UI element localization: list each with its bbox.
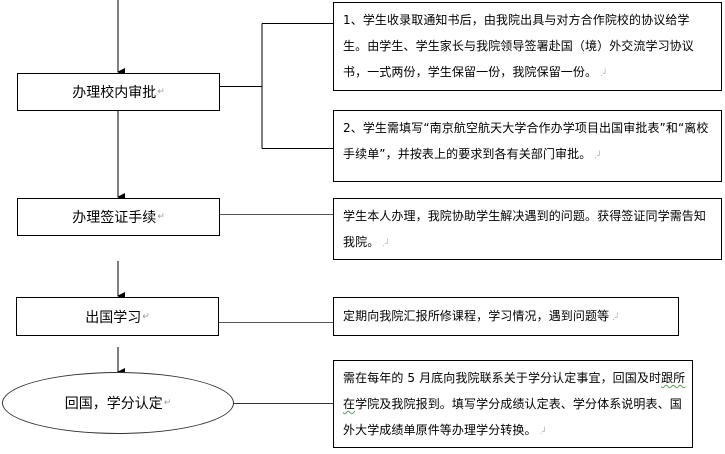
note-agreement-text: 1、学生收录取通知书后，由我院出具与对方合作院校的协议给学生。由学生、学生家长与… xyxy=(343,13,694,79)
step-return-credit-label: 回国，学分认定 xyxy=(64,396,163,412)
step-visa-label: 办理签证手续 xyxy=(72,210,157,226)
end-mark-icon: .┘ xyxy=(600,69,608,78)
end-mark-icon: .┘ xyxy=(539,427,548,436)
paragraph-mark-icon: ↵ xyxy=(163,398,172,408)
spellcheck-squiggle-2: 在 xyxy=(343,397,356,411)
note-approval-forms-text: 2、学生需填写“南京航空航天大学合作办学项目出国审批表”和“离校手续单”，并按表… xyxy=(343,121,709,161)
end-mark-icon: .┘ xyxy=(594,151,602,160)
step-study-abroad-label: 出国学习 xyxy=(85,309,142,326)
paragraph-mark-icon: ↵ xyxy=(157,212,165,222)
paragraph-mark-icon: ↵ xyxy=(157,87,165,97)
note-study-abroad: 定期向我院汇报所修课程，学习情况，遇到问题等.┘ xyxy=(333,297,679,336)
note-return-credit-text-1: 需在每年的 5 月底向我院联系关于学分认定事宜，回国及时 xyxy=(343,371,662,385)
note-return-credit-text-2: 学院及我院报到。填写学分成绩认定表、学分体系说明表、国外大学成绩单原件等办理学分… xyxy=(343,397,682,437)
note-return-credit: 需在每年的 5 月底向我院联系关于学分认定事宜，回国及时跟所在学院及我院报到。填… xyxy=(333,360,693,448)
end-mark-icon: .┘ xyxy=(612,313,620,322)
paragraph-mark-icon: ↵ xyxy=(142,311,150,322)
step-school-approval: 办理校内审批↵ xyxy=(17,73,220,111)
note-agreement: 1、学生收录取通知书后，由我院出具与对方合作院校的协议给学生。由学生、学生家长与… xyxy=(333,2,722,91)
step-visa: 办理签证手续↵ xyxy=(17,198,220,236)
end-mark-icon: .┘ xyxy=(382,239,390,248)
note-approval-forms: 2、学生需填写“南京航空航天大学合作办学项目出国审批表”和“离校手续单”，并按表… xyxy=(333,110,722,182)
step-return-credit: 回国，学分认定↵ xyxy=(2,372,234,434)
step-school-approval-label: 办理校内审批 xyxy=(72,85,157,101)
note-visa: 学生本人办理，我院协助学生解决遇到的问题。获得签证同学需告知我院。.┘ xyxy=(333,198,722,260)
step-study-abroad: 出国学习↵ xyxy=(16,297,219,336)
note-study-abroad-text: 定期向我院汇报所修课程，学习情况，遇到问题等 xyxy=(343,309,610,323)
spellcheck-squiggle-1: 跟所 xyxy=(661,371,686,385)
note-visa-text: 学生本人办理，我院协助学生解决遇到的问题。获得签证同学需告知我院。 xyxy=(343,209,707,249)
